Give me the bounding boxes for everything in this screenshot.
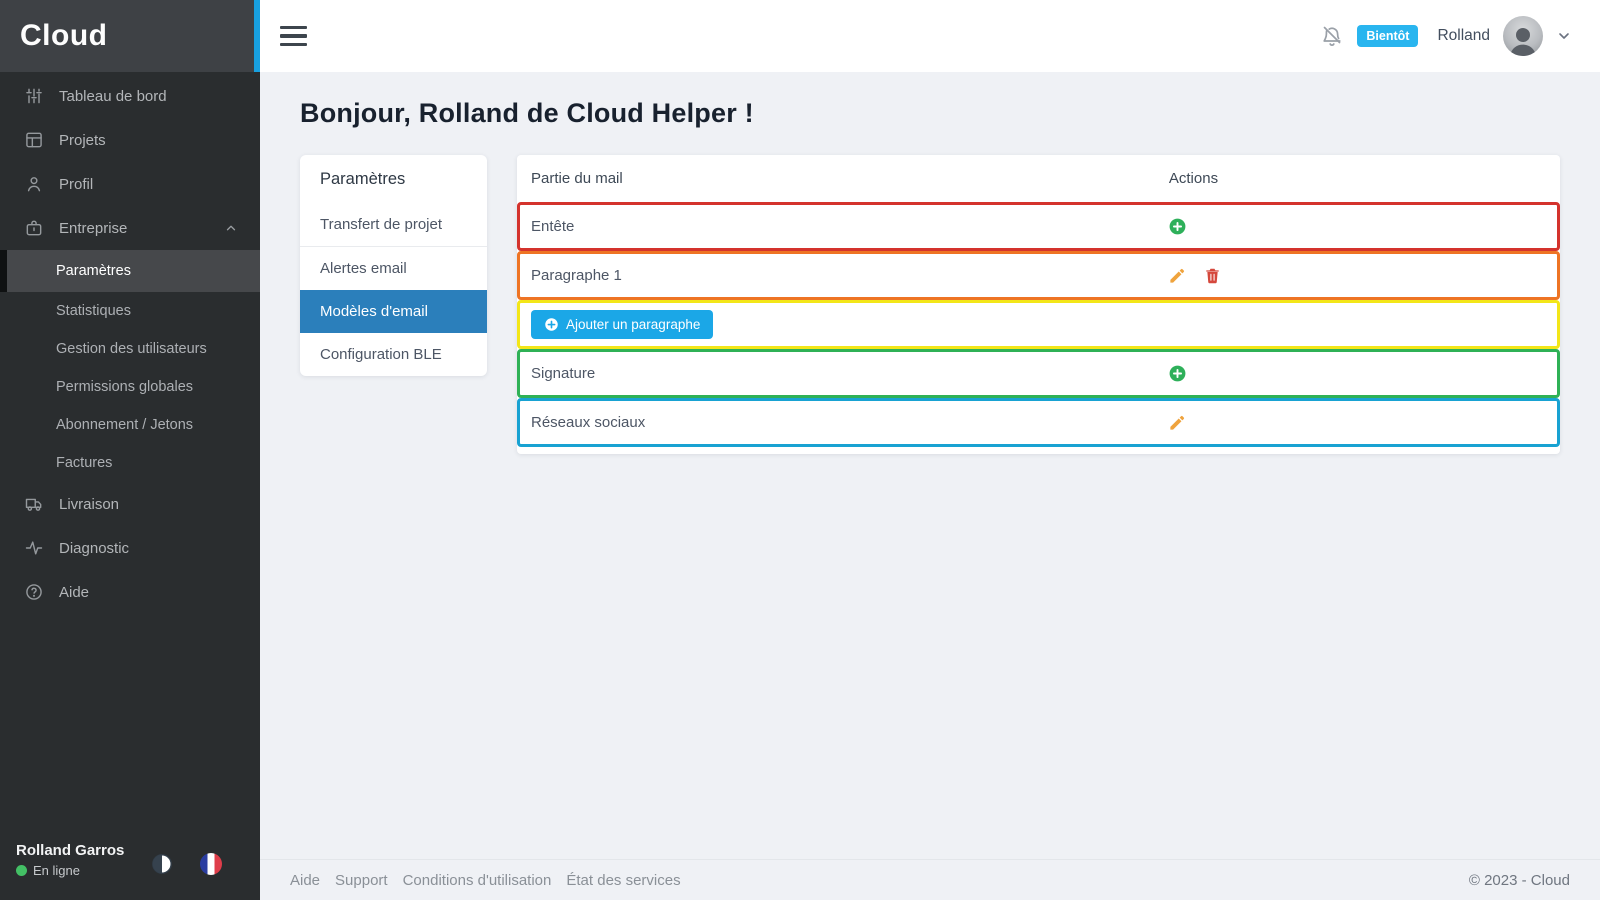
table-row-signature: Signature: [517, 349, 1560, 398]
table-row-entete: Entête: [517, 202, 1560, 251]
accent-strip: [254, 0, 260, 72]
main-footer: Aide Support Conditions d'utilisation Ét…: [260, 859, 1600, 900]
row-label: Réseaux sociaux: [520, 414, 645, 431]
edit-icon[interactable]: [1168, 413, 1187, 432]
bell-off-icon[interactable]: [1320, 24, 1344, 48]
edit-icon[interactable]: [1168, 266, 1187, 285]
column-header-actions: Actions: [1169, 170, 1218, 187]
sidebar-item-label: Entreprise: [59, 220, 127, 237]
settings-item-modeles-email[interactable]: Modèles d'email: [300, 290, 487, 333]
column-header-part: Partie du mail: [517, 170, 623, 187]
sidebar-item-aide[interactable]: Aide: [0, 570, 260, 614]
sidebar-item-label: Diagnostic: [59, 540, 129, 557]
sidebar: Cloud Tableau de bord Projets Profil Ent…: [0, 0, 260, 900]
sidebar-item-label: Projets: [59, 132, 106, 149]
theme-toggle-icon[interactable]: [151, 853, 173, 875]
sidebar-item-parametres[interactable]: Paramètres: [0, 250, 260, 292]
help-circle-icon: [24, 582, 44, 602]
settings-item-transfert-de-projet[interactable]: Transfert de projet: [300, 203, 487, 247]
sidebar-footer: Rolland Garros En ligne: [0, 828, 260, 900]
sidebar-item-label: Aide: [59, 584, 89, 601]
topbar-username: Rolland: [1437, 27, 1490, 45]
add-paragraph-label: Ajouter un paragraphe: [566, 317, 700, 332]
sidebar-item-diagnostic[interactable]: Diagnostic: [0, 526, 260, 570]
footer-link-etat-des-services[interactable]: État des services: [566, 872, 680, 889]
truck-icon: [24, 494, 44, 514]
sidebar-item-label: Livraison: [59, 496, 119, 513]
user-status: En ligne: [16, 863, 124, 878]
online-status-dot: [16, 865, 27, 876]
sidebar-nav: Tableau de bord Projets Profil Entrepris…: [0, 72, 260, 614]
add-icon[interactable]: [1168, 364, 1187, 383]
user-icon: [24, 174, 44, 194]
copyright: © 2023 - Cloud: [1469, 872, 1570, 889]
sidebar-item-permissions-globales[interactable]: Permissions globales: [0, 368, 260, 406]
user-status-label: En ligne: [33, 863, 80, 878]
settings-panel-title: Paramètres: [300, 155, 487, 203]
settings-panel: Paramètres Transfert de projet Alertes e…: [300, 155, 487, 376]
app-logo: Cloud: [20, 19, 107, 53]
french-flag-icon[interactable]: [200, 853, 222, 875]
plus-circle-icon: [544, 317, 559, 332]
hamburger-icon[interactable]: [280, 26, 307, 46]
delete-icon[interactable]: [1203, 266, 1222, 285]
add-icon[interactable]: [1168, 217, 1187, 236]
sidebar-item-label: Tableau de bord: [59, 88, 167, 105]
settings-item-alertes-email[interactable]: Alertes email: [300, 247, 487, 290]
sidebar-item-livraison[interactable]: Livraison: [0, 482, 260, 526]
avatar[interactable]: [1503, 16, 1543, 56]
logo-block[interactable]: Cloud: [0, 0, 260, 72]
sidebar-item-profil[interactable]: Profil: [0, 162, 260, 206]
content: Bonjour, Rolland de Cloud Helper ! Param…: [260, 72, 1600, 859]
sidebar-item-projets[interactable]: Projets: [0, 118, 260, 162]
topbar: Bientôt Rolland: [260, 0, 1600, 72]
email-parts-table: Partie du mail Actions Entête Paragraphe…: [517, 155, 1560, 454]
sidebar-item-label: Gestion des utilisateurs: [56, 341, 207, 357]
sidebar-item-abonnement-jetons[interactable]: Abonnement / Jetons: [0, 406, 260, 444]
sidebar-item-label: Abonnement / Jetons: [56, 417, 193, 433]
sidebar-item-label: Profil: [59, 176, 93, 193]
chevron-up-icon: [224, 221, 238, 235]
layout-icon: [24, 130, 44, 150]
sidebar-user-name: Rolland Garros: [16, 842, 124, 859]
avatar-silhouette-icon: [1503, 20, 1543, 56]
footer-link-aide[interactable]: Aide: [290, 872, 320, 889]
table-header: Partie du mail Actions: [517, 155, 1560, 202]
footer-link-support[interactable]: Support: [335, 872, 388, 889]
sidebar-item-entreprise[interactable]: Entreprise: [0, 206, 260, 250]
settings-item-configuration-ble[interactable]: Configuration BLE: [300, 333, 487, 376]
footer-link-conditions[interactable]: Conditions d'utilisation: [403, 872, 552, 889]
table-row-reseaux-sociaux: Réseaux sociaux: [517, 398, 1560, 447]
sidebar-item-gestion-des-utilisateurs[interactable]: Gestion des utilisateurs: [0, 330, 260, 368]
status-badge: Bientôt: [1357, 25, 1418, 47]
row-label: Entête: [520, 218, 574, 235]
activity-icon: [24, 538, 44, 558]
row-label: Paragraphe 1: [520, 267, 622, 284]
sidebar-item-label: Permissions globales: [56, 379, 193, 395]
table-row-add-paragraph: Ajouter un paragraphe: [517, 300, 1560, 349]
sliders-icon: [24, 86, 44, 106]
sidebar-item-tableau-de-bord[interactable]: Tableau de bord: [0, 74, 260, 118]
sidebar-item-label: Statistiques: [56, 303, 131, 319]
add-paragraph-button[interactable]: Ajouter un paragraphe: [531, 310, 713, 339]
table-row-paragraphe-1: Paragraphe 1: [517, 251, 1560, 300]
row-label: Signature: [520, 365, 595, 382]
sidebar-item-label: Paramètres: [56, 263, 131, 279]
page-title: Bonjour, Rolland de Cloud Helper !: [300, 98, 1560, 129]
briefcase-icon: [24, 218, 44, 238]
sidebar-item-statistiques[interactable]: Statistiques: [0, 292, 260, 330]
sidebar-item-factures[interactable]: Factures: [0, 444, 260, 482]
sidebar-item-label: Factures: [56, 455, 112, 471]
chevron-down-icon[interactable]: [1556, 28, 1572, 44]
main-area: Bientôt Rolland Bonjour, Rolland de Clou…: [260, 0, 1600, 900]
